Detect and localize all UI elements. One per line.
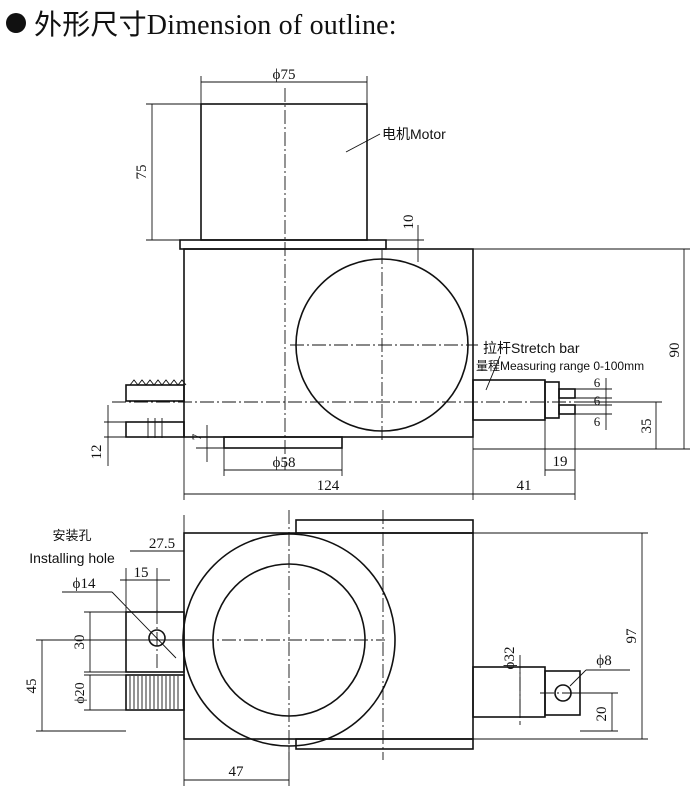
- motor-flange: [179, 239, 387, 250]
- stretch-bar-label: 拉杆Stretch bar: [483, 340, 580, 356]
- base-plate: [223, 436, 343, 449]
- pin-upper: [558, 388, 576, 399]
- bullet-dot-icon: [6, 13, 26, 33]
- rack-teeth: [129, 379, 187, 386]
- dim-47: 47: [229, 764, 245, 780]
- dim-height-90: 90: [667, 343, 683, 358]
- dim-rod-6c: 6: [594, 414, 601, 429]
- dim-flange: 10: [401, 215, 417, 230]
- dim-rod-19: 19: [553, 454, 568, 470]
- dim-width-124: 124: [317, 478, 340, 494]
- dim-rod-35: 35: [639, 419, 655, 434]
- dim-rod-diameter: ϕ32: [502, 647, 518, 670]
- gear-rack: [125, 674, 185, 711]
- top-bar: [295, 519, 474, 534]
- dim-rack-12: 12: [89, 445, 105, 460]
- dim-offset-15: 15: [134, 565, 149, 581]
- stretch-bar: [472, 379, 546, 421]
- dim-rod-6a: 6: [594, 375, 601, 390]
- bottom-bar: [295, 738, 474, 750]
- dim-30: 30: [72, 635, 88, 650]
- housing-plan: [183, 532, 474, 740]
- mount-block: [125, 611, 185, 673]
- dim-motor-height: 75: [134, 165, 150, 180]
- dim-45: 45: [24, 679, 40, 694]
- dim-20: 20: [594, 707, 610, 722]
- dim-motor-diameter: ϕ75: [273, 67, 296, 83]
- pin-lower: [558, 404, 576, 415]
- top-view: ϕ75 75 电机Motor 10 90 拉杆Stretch bar 量程Mea…: [89, 67, 690, 500]
- dim-height-97: 97: [624, 628, 640, 644]
- dim-rod-6b: 6: [594, 393, 601, 408]
- dim-gap-7: 7: [189, 433, 204, 440]
- installing-hole-label-cn: 安装孔: [52, 528, 91, 543]
- title-text: 外形尺寸Dimension of outline:: [34, 10, 397, 41]
- rod-plan: [472, 666, 546, 718]
- dim-offset-27-5: 27.5: [149, 536, 175, 552]
- rack-upper: [125, 384, 185, 402]
- dim-pin-diameter: ϕ8: [596, 653, 611, 669]
- dim-extend-41: 41: [517, 478, 532, 494]
- bottom-view: 27.5 安装孔 Installing hole 15 ϕ14 30 45 ϕ2…: [24, 510, 648, 786]
- stretch-bar-end: [544, 381, 560, 419]
- measuring-range-label: 量程Measuring range 0-100mm: [476, 358, 644, 373]
- dim-base-diameter: ϕ58: [273, 455, 296, 471]
- installing-hole-label-en: Installing hole: [29, 550, 115, 566]
- page-title: 外形尺寸Dimension of outline:: [6, 6, 397, 41]
- motor-label: 电机Motor: [382, 126, 446, 142]
- dim-phi-20: ϕ20: [73, 682, 88, 703]
- dim-hole-diameter: ϕ14: [73, 576, 96, 592]
- motor-body: [200, 103, 368, 241]
